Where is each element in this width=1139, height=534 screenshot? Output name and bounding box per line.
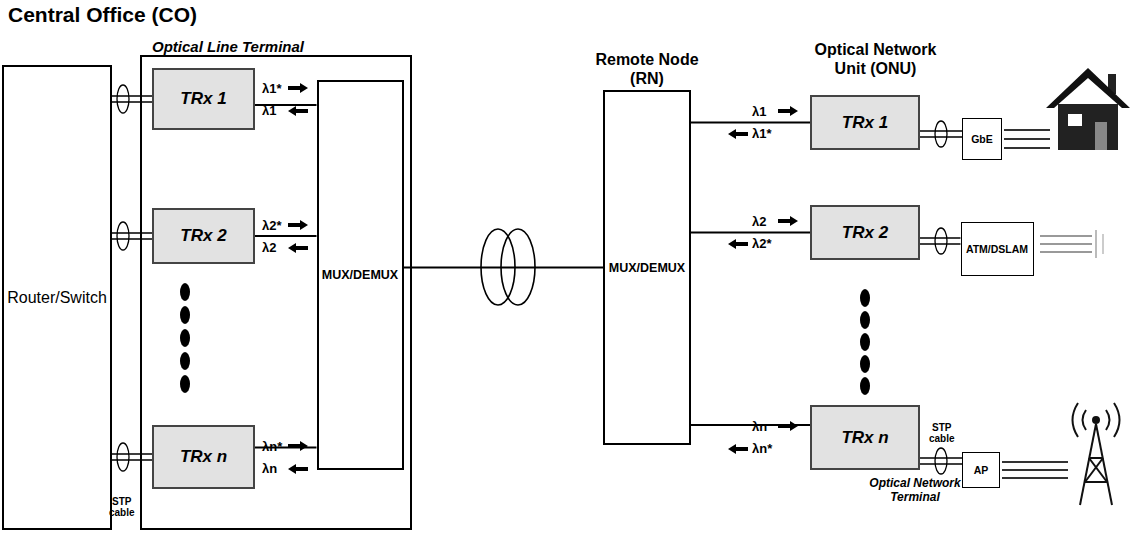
box-label: MUX/DEMUX <box>609 261 685 275</box>
fiber-link <box>404 267 604 269</box>
box-label: Router/Switch <box>7 289 107 307</box>
wavelength-label: λ1 <box>752 104 766 119</box>
stp-cable <box>920 458 962 464</box>
fiber-link <box>255 235 317 237</box>
cable-label: STP cable <box>929 423 955 444</box>
unit-label: Optical Network Terminal <box>845 476 985 505</box>
wavelength-label: λn* <box>752 441 772 456</box>
ellipsis-dots <box>180 283 870 395</box>
transceiver-box: TRx 1 <box>810 95 920 150</box>
box-label: TRx n <box>180 447 227 467</box>
heading: Remote Node (RN) <box>587 50 707 88</box>
wavelength-label: λ2* <box>262 218 282 233</box>
transceiver-box: TRx n <box>810 405 920 470</box>
transceiver-box: TRx 1 <box>152 68 255 130</box>
antenna-tower <box>1002 403 1120 505</box>
stp-cable <box>112 96 152 102</box>
wavelength-label: λ1* <box>262 81 282 96</box>
transceiver-box: TRx 2 <box>152 208 255 264</box>
wavelength-label: λ1* <box>752 126 772 141</box>
wavelength-label: λ2 <box>752 214 766 229</box>
dslam-lines <box>1040 230 1103 258</box>
house-icon <box>1004 68 1130 150</box>
box-label: TRx 1 <box>842 113 888 133</box>
box-label: MUX/DEMUX <box>322 268 398 282</box>
box-label: TRx n <box>841 428 888 448</box>
cable-loop <box>117 85 947 474</box>
box-label: ATM/DSLAM <box>966 243 1028 255</box>
stp-cable <box>112 454 152 460</box>
mux-box: MUX/DEMUX <box>317 80 404 470</box>
fiber-link <box>691 122 810 124</box>
wavelength-label: λn <box>262 461 277 476</box>
device-box: GbE <box>962 118 1002 160</box>
wavelength-label: λn* <box>262 439 282 454</box>
stp-cable <box>112 233 152 239</box>
transceiver-box: TRx 2 <box>810 205 920 260</box>
box-label: AP <box>974 464 989 476</box>
transceiver-box: TRx n <box>152 425 255 489</box>
cable-label: STP cable <box>109 497 135 518</box>
mux-box: Remote Node (RN)MUX/DEMUX <box>603 90 691 445</box>
fiber-link <box>691 232 810 234</box>
wavelength-label: λ1 <box>262 103 276 118</box>
wavelength-label: λ2 <box>262 240 276 255</box>
wavelength-label: λn <box>752 419 767 434</box>
heading: Optical Line Terminal <box>152 38 304 55</box>
device-box: ATM/DSLAM <box>961 222 1034 276</box>
router-box: Router/Switch <box>2 65 112 530</box>
box-label: TRx 2 <box>842 223 888 243</box>
box-label: GbE <box>971 133 993 145</box>
stp-cable <box>920 131 962 137</box>
section-title: Optical Network Unit (ONU) <box>808 40 943 78</box>
box-label: TRx 2 <box>180 226 226 246</box>
wavelength-label: λ2* <box>752 236 772 251</box>
device-box: AP <box>962 452 1000 488</box>
fiber-link <box>691 424 810 426</box>
terminal-frame: Optical Line TerminalTRx 1TRx 2TRx nMUX/… <box>140 55 412 530</box>
box-label: TRx 1 <box>180 89 226 109</box>
stp-cable <box>920 238 961 244</box>
section-title: Central Office (CO) <box>8 3 197 27</box>
